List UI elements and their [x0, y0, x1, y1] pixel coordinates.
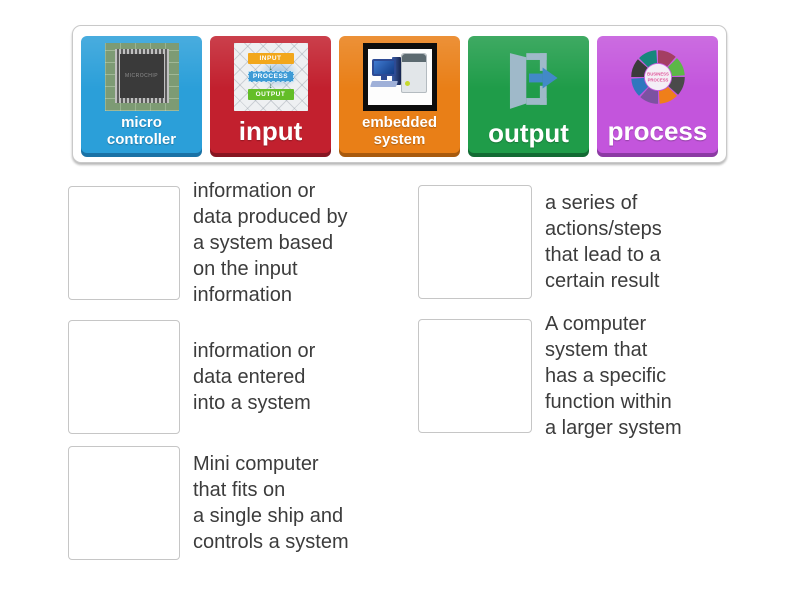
tile-label: output	[488, 117, 569, 148]
flowchart-process-box: PROCESS	[247, 71, 294, 82]
svg-text:PROCESS: PROCESS	[647, 77, 668, 82]
match-row: information or data produced by a system…	[68, 178, 398, 308]
keyboard-icon	[369, 80, 398, 87]
definition-text: A computer system that has a specific fu…	[545, 313, 682, 439]
computer-tower-icon	[391, 56, 401, 85]
microcontroller-chip-image: MICROCHIP	[104, 42, 179, 111]
tile-output[interactable]: output	[468, 35, 589, 153]
definition-text: Mini computer that fits on a single ship…	[193, 453, 349, 553]
definition-text: a series of actions/steps that lead to a…	[545, 192, 662, 292]
monitor-stand	[380, 75, 387, 80]
drop-zone-process-definition[interactable]	[418, 185, 532, 299]
tile-label: micro controller	[106, 113, 177, 148]
definitions-left-column: information or data produced by a system…	[68, 178, 398, 572]
tile-input[interactable]: INPUT ↓ PROCESS ↓ OUTPUT input	[210, 35, 331, 153]
down-arrow-icon: ↓	[268, 63, 273, 72]
drop-zone-output-definition[interactable]	[68, 186, 180, 300]
definitions-right-column: a series of actions/steps that lead to a…	[418, 185, 748, 453]
definition-text: information or data produced by a system…	[193, 180, 348, 306]
flowchart-output-box: OUTPUT	[247, 89, 294, 100]
computer-monitor-icon	[371, 58, 396, 76]
tile-embedded-system[interactable]: embedded system	[339, 35, 460, 153]
match-row: Mini computer that fits on a single ship…	[68, 446, 398, 560]
tile-label: process	[607, 115, 708, 146]
embedded-system-image	[362, 42, 437, 111]
process-cycle-diagram: BUSINESS PROCESS	[621, 43, 695, 111]
svg-text:BUSINESS: BUSINESS	[647, 71, 669, 76]
drop-zone-microcontroller-definition[interactable]	[68, 446, 180, 560]
match-row: a series of actions/steps that lead to a…	[418, 185, 748, 299]
input-flowchart-image: INPUT ↓ PROCESS ↓ OUTPUT	[233, 42, 308, 111]
flowchart-input-box: INPUT	[247, 53, 294, 64]
drop-zone-input-definition[interactable]	[68, 320, 180, 434]
tile-process[interactable]: BUSINESS PROCESS process	[597, 35, 718, 153]
word-tile-bar: MICROCHIP micro controller INPUT ↓ PROCE…	[72, 25, 727, 163]
match-row: A computer system that has a specific fu…	[418, 311, 748, 441]
drop-zone-embedded-system-definition[interactable]	[418, 319, 532, 433]
tile-label: embedded system	[361, 113, 437, 148]
definition-text: information or data entered into a syste…	[193, 340, 316, 414]
chip-pins: MICROCHIP	[114, 48, 169, 103]
down-arrow-icon: ↓	[268, 81, 273, 90]
exit-door-icon	[492, 45, 566, 113]
tile-label: input	[238, 115, 303, 146]
match-row: information or data entered into a syste…	[68, 320, 398, 434]
tile-micro-controller[interactable]: MICROCHIP micro controller	[81, 35, 202, 153]
washing-machine-icon	[400, 52, 427, 93]
